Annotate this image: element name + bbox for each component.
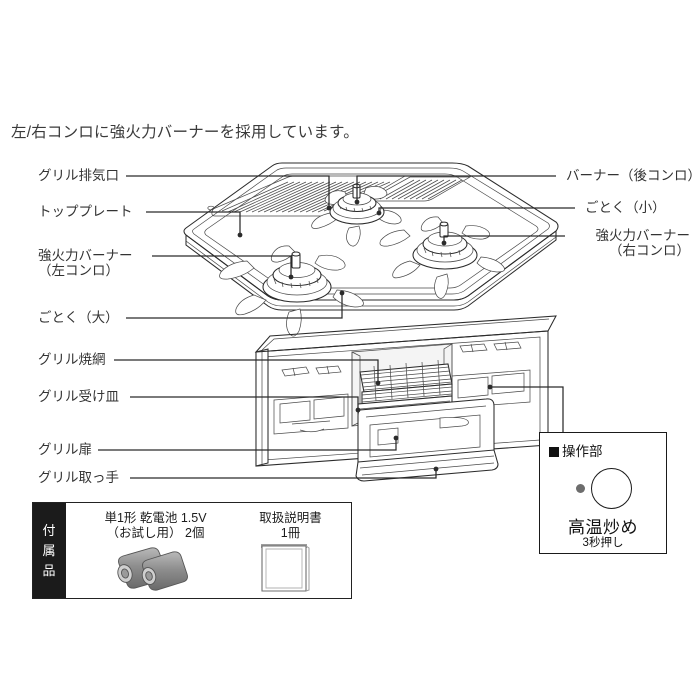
manual-booklet-icon (261, 544, 310, 592)
accessory-item-batteries: 単1形 乾電池 1.5V （お試し用） 2個 (78, 511, 233, 541)
page-title: 左/右コンロに強火力バーナーを採用しています。 (11, 124, 359, 141)
label-subtext: （左コンロ） (38, 263, 119, 278)
control-panel-box: 操作部 高温炒め 3秒押し (539, 432, 667, 554)
high-temp-button-sublabel: 3秒押し (582, 537, 624, 549)
bullet-square-icon (549, 447, 559, 457)
accessories-tab-char: 属 (42, 542, 57, 558)
label-text: 強火力バーナー (595, 228, 691, 243)
accessory-item-manual: 取扱説明書 1冊 (238, 511, 343, 541)
label-subtext: （右コンロ） (609, 243, 690, 258)
label-grill-drip-tray: グリル受け皿 (38, 389, 119, 404)
label-grill-exhaust-port: グリル排気口 (38, 168, 119, 183)
accessories-tab-char: 品 (42, 562, 57, 578)
indicator-lamp-icon (576, 484, 585, 493)
label-text: グリル排気口 (38, 168, 119, 183)
control-panel-title-text: 操作部 (562, 444, 603, 459)
accessories-tab: 付 属 品 (33, 503, 66, 598)
label-burner-rear: バーナー（後コンロ） (566, 168, 700, 183)
leader-lines (98, 175, 575, 479)
label-text: ごとく（大） (38, 310, 119, 325)
label-text: 強火力バーナー (38, 248, 133, 263)
label-high-power-burner-right: 強火力バーナー （右コンロ） (575, 228, 691, 258)
label-text: グリル扉 (38, 442, 92, 457)
label-grill-grate: グリル焼網 (38, 352, 106, 367)
label-text: グリル焼網 (38, 352, 106, 367)
label-text: グリル受け皿 (38, 389, 119, 404)
accessories-box: 付 属 品 単1形 乾電池 1.5V （お試し用） 2個 取扱説明書 1冊 (32, 502, 352, 599)
label-text: バーナー（後コンロ） (566, 168, 700, 183)
left-control-group (273, 365, 349, 435)
control-panel-title: 操作部 (549, 440, 603, 460)
label-grill-handle: グリル取っ手 (38, 470, 119, 485)
grill-body (254, 315, 557, 482)
label-text: グリル取っ手 (38, 470, 119, 485)
label-text: ごとく（小） (585, 200, 666, 215)
accessory-label-line1: 単1形 乾電池 1.5V (104, 511, 207, 525)
accessory-label-line2: 1冊 (280, 526, 301, 540)
high-temp-button-label: 高温炒め (568, 518, 638, 537)
high-temp-button[interactable] (591, 468, 632, 509)
label-text: トッププレート (38, 204, 133, 219)
label-trivet-small: ごとく（小） (585, 200, 666, 215)
battery-icon (117, 547, 188, 591)
accessories-tab-char: 付 (42, 522, 57, 538)
label-trivet-large: ごとく（大） (38, 310, 119, 325)
label-top-plate: トッププレート (38, 204, 133, 219)
accessory-label-line2: （お試し用） 2個 (106, 526, 205, 540)
label-grill-door: グリル扉 (38, 442, 92, 457)
label-high-power-burner-left: 強火力バーナー （左コンロ） (38, 248, 133, 278)
accessory-label-line1: 取扱説明書 (259, 511, 322, 525)
grill-door-assembly (355, 398, 499, 482)
